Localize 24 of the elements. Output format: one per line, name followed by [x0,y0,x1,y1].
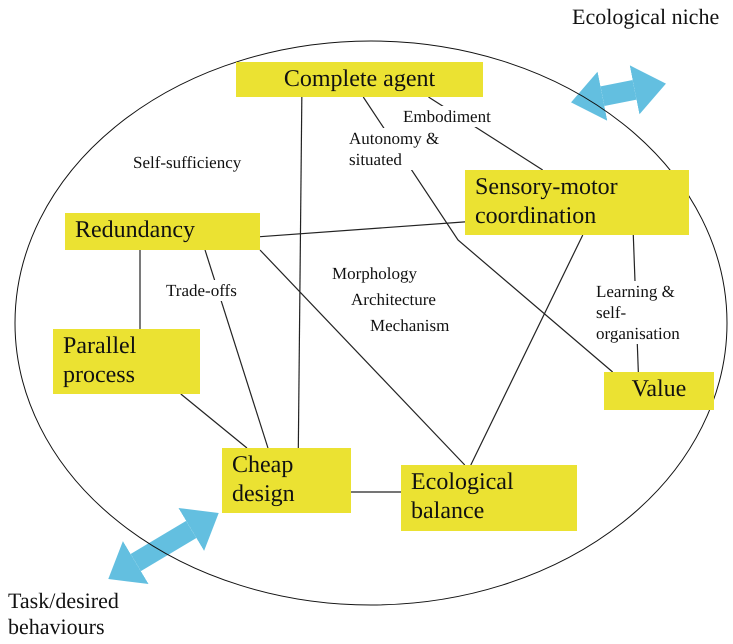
diagram-label: Mechanism [370,315,450,336]
connector-line [139,250,141,329]
concept-box: Sensory-motor coordination [465,170,689,235]
concept-box: Ecological balance [401,465,577,531]
connector-line [298,97,302,448]
connector-line [180,394,248,448]
connector-line [260,221,466,238]
connector-line [204,250,269,448]
diagram-label: Architecture [351,289,436,310]
connector-line [470,234,584,466]
diagram-label: Morphology [332,263,417,284]
double-arrow [108,508,219,584]
double-arrow [571,65,666,121]
edge-label: Trade-offs [166,280,237,301]
context-label: Ecological niche [572,4,722,58]
context-label: Task/desired behaviours [8,588,198,642]
edge-label: Embodiment [403,106,491,127]
concept-box: Value [604,372,714,410]
concept-box: Redundancy [65,213,260,250]
concept-box: Cheap design [222,448,351,513]
connector-line [351,491,401,493]
concept-box: Parallel process [53,329,200,394]
connector-line [260,250,466,466]
concept-box: Complete agent [236,62,483,97]
